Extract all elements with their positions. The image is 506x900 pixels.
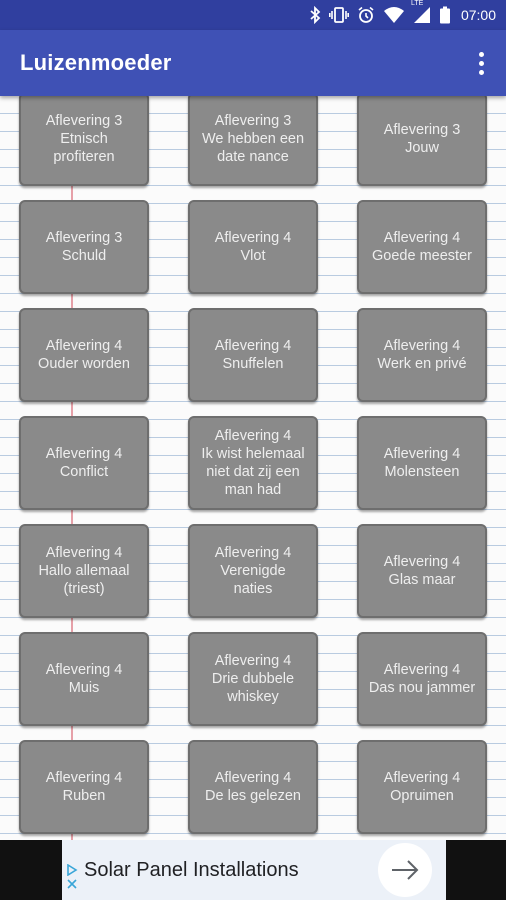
episode-label-line-3: niet dat zij een — [206, 464, 300, 480]
adchoices-icon[interactable] — [64, 864, 80, 894]
episode-tile[interactable]: Aflevering 4 Conflict — [19, 416, 149, 510]
episode-label-line-2: Ik wist helemaal — [201, 446, 305, 462]
vibrate-icon — [328, 6, 349, 24]
episode-label-line-3: date nance — [217, 149, 289, 165]
episode-label-line-1: Aflevering 4 — [45, 770, 123, 786]
episode-label-line-1: Aflevering 4 — [45, 545, 123, 561]
episode-label-line-3: naties — [233, 581, 273, 597]
app-bar: Luizenmoeder — [0, 30, 506, 96]
episode-label-line-1: Aflevering 4 — [214, 338, 292, 354]
episode-label-line-2: Hallo allemaal — [38, 563, 130, 579]
wifi-icon — [383, 6, 405, 24]
episode-label-line-3: whiskey — [227, 689, 279, 705]
app-title: Luizenmoeder — [20, 50, 172, 75]
episode-label-line-1: Aflevering 4 — [214, 545, 292, 561]
episode-tile[interactable]: Aflevering 3 We hebben een date nance — [188, 96, 318, 186]
episode-tile[interactable]: Aflevering 4 Vlot — [188, 200, 318, 294]
episode-label-line-2: Ruben — [62, 788, 106, 804]
episode-label-line-1: Aflevering 4 — [383, 446, 461, 462]
status-bar: LTE 07:00 — [0, 0, 506, 30]
episode-label-line-2: Glas maar — [388, 572, 456, 588]
ad-headline[interactable]: Solar Panel Installations — [84, 858, 299, 881]
episode-tile[interactable]: Aflevering 4 Snuffelen — [188, 308, 318, 402]
episode-label-line-1: Aflevering 4 — [383, 770, 461, 786]
episode-tile[interactable]: Aflevering 4 Drie dubbele whiskey — [188, 632, 318, 726]
episode-tile[interactable]: Aflevering 4 Molensteen — [357, 416, 487, 510]
episode-label-line-1: Aflevering 4 — [383, 662, 461, 678]
signal-icon: LTE — [411, 0, 431, 24]
episode-label-line-2: Muis — [68, 680, 100, 696]
battery-icon — [439, 6, 451, 24]
episode-label-line-2: Opruimen — [390, 788, 454, 804]
episode-label-line-1: Aflevering 4 — [45, 338, 123, 354]
episode-label-line-2: Verenigde — [220, 563, 286, 579]
episode-tile[interactable]: Aflevering 4 Verenigde naties — [188, 524, 318, 618]
episode-tile[interactable]: Aflevering 4 Muis — [19, 632, 149, 726]
episode-label-line-1: Aflevering 3 — [383, 122, 461, 138]
episode-label-line-1: Aflevering 4 — [45, 446, 123, 462]
episode-label-line-4: man had — [224, 482, 282, 498]
ad-content[interactable]: Solar Panel Installations — [62, 840, 446, 900]
episode-label-line-2: Das nou jammer — [368, 680, 476, 696]
more-vert-icon[interactable] — [466, 43, 496, 83]
episode-label-line-2: Vlot — [240, 248, 266, 264]
episode-label-line-1: Aflevering 4 — [214, 428, 292, 444]
episode-tile[interactable]: Aflevering 4 Goede meester — [357, 200, 487, 294]
episode-label-line-1: Aflevering 3 — [214, 113, 292, 129]
episode-tile[interactable]: Aflevering 4 Glas maar — [357, 524, 487, 618]
episode-tile[interactable]: Aflevering 4 De les gelezen — [188, 740, 318, 834]
episode-label-line-1: Aflevering 4 — [214, 770, 292, 786]
episode-label-line-2: Snuffelen — [222, 356, 284, 372]
episode-tile[interactable]: Aflevering 3 Schuld — [19, 200, 149, 294]
episode-tile[interactable]: Aflevering 4 Hallo allemaal (triest) — [19, 524, 149, 618]
episode-label-line-2: Etnisch — [60, 131, 108, 147]
episode-label-line-2: Conflict — [59, 464, 109, 480]
episode-tile[interactable]: Aflevering 4 Opruimen — [357, 740, 487, 834]
alarm-icon — [357, 6, 375, 24]
episode-label-line-1: Aflevering 4 — [383, 554, 461, 570]
episode-label-line-2: Werk en privé — [377, 356, 467, 372]
episode-label-line-2: Molensteen — [384, 464, 460, 480]
episode-tile[interactable]: Aflevering 4 Ik wist helemaal niet dat zij… — [188, 416, 318, 510]
bluetooth-icon — [309, 6, 321, 24]
episode-label-line-2: Ouder worden — [38, 356, 130, 372]
episode-label-line-1: Aflevering 4 — [214, 653, 292, 669]
episode-label-line-1: Aflevering 4 — [383, 230, 461, 246]
episode-label-line-2: Schuld — [61, 248, 107, 264]
episode-label-line-1: Aflevering 3 — [45, 113, 123, 129]
episode-tile[interactable]: Aflevering 3 Jouw — [357, 96, 487, 186]
episode-label-line-3: profiteren — [53, 149, 115, 165]
episode-tile[interactable]: Aflevering 4 Ruben — [19, 740, 149, 834]
episode-label-line-2: We hebben een — [201, 131, 305, 147]
episode-label-line-1: Aflevering 3 — [45, 230, 123, 246]
network-type-label: LTE — [410, 0, 424, 7]
episode-label-line-2: Goede meester — [372, 248, 472, 264]
episode-label-line-2: De les gelezen — [205, 788, 301, 804]
episode-label-line-1: Aflevering 4 — [214, 230, 292, 246]
episode-tile[interactable]: Aflevering 3 Etnisch profiteren — [19, 96, 149, 186]
episode-label-line-2: Jouw — [405, 140, 439, 156]
episode-tile[interactable]: Aflevering 4 Werk en privé — [357, 308, 487, 402]
arrow-right-icon[interactable] — [378, 843, 432, 897]
episode-label-line-1: Aflevering 4 — [383, 338, 461, 354]
ad-banner[interactable]: Solar Panel Installations — [0, 840, 506, 900]
episode-label-line-2: Drie dubbele — [211, 671, 295, 687]
clock: 07:00 — [460, 7, 496, 23]
episode-tile[interactable]: Aflevering 4 Ouder worden — [19, 308, 149, 402]
episode-label-line-1: Aflevering 4 — [45, 662, 123, 678]
episode-tile[interactable]: Aflevering 4 Das nou jammer — [357, 632, 487, 726]
episode-label-line-3: (triest) — [63, 581, 105, 597]
